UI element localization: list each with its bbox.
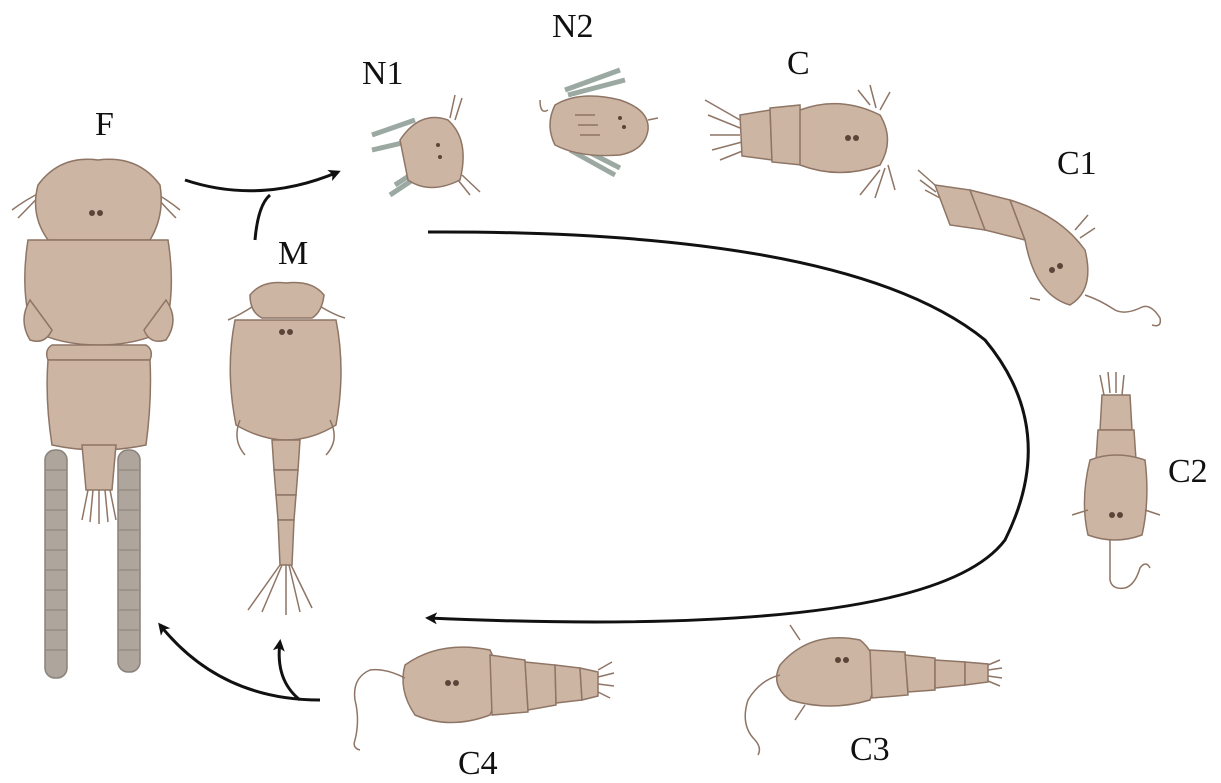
arrow-c4-to-f: [160, 625, 320, 700]
nauplius-1-figure: [372, 95, 480, 195]
label-m: M: [278, 237, 308, 271]
arrow-main-cycle: [428, 232, 1028, 622]
nauplius-2-figure: [540, 70, 658, 175]
arrow-m-join: [255, 195, 270, 240]
label-c2: C2: [1168, 455, 1208, 489]
copepodid-figure: [705, 85, 895, 198]
female-adult-figure: [12, 159, 180, 678]
male-adult-figure: [228, 283, 345, 616]
arrow-c4-to-m: [279, 642, 300, 700]
label-c4: C4: [458, 747, 498, 781]
label-n1: N1: [362, 57, 404, 91]
label-c: C: [787, 47, 810, 81]
label-c1: C1: [1057, 147, 1097, 181]
label-c3: C3: [850, 733, 890, 767]
label-f: F: [95, 108, 114, 142]
label-n2: N2: [552, 10, 594, 44]
copepodid-2-figure: [1072, 372, 1160, 588]
arrow-f-to-n1: [185, 172, 338, 191]
copepodid-1-figure: [918, 170, 1160, 326]
copepodid-4-figure: [354, 647, 614, 750]
